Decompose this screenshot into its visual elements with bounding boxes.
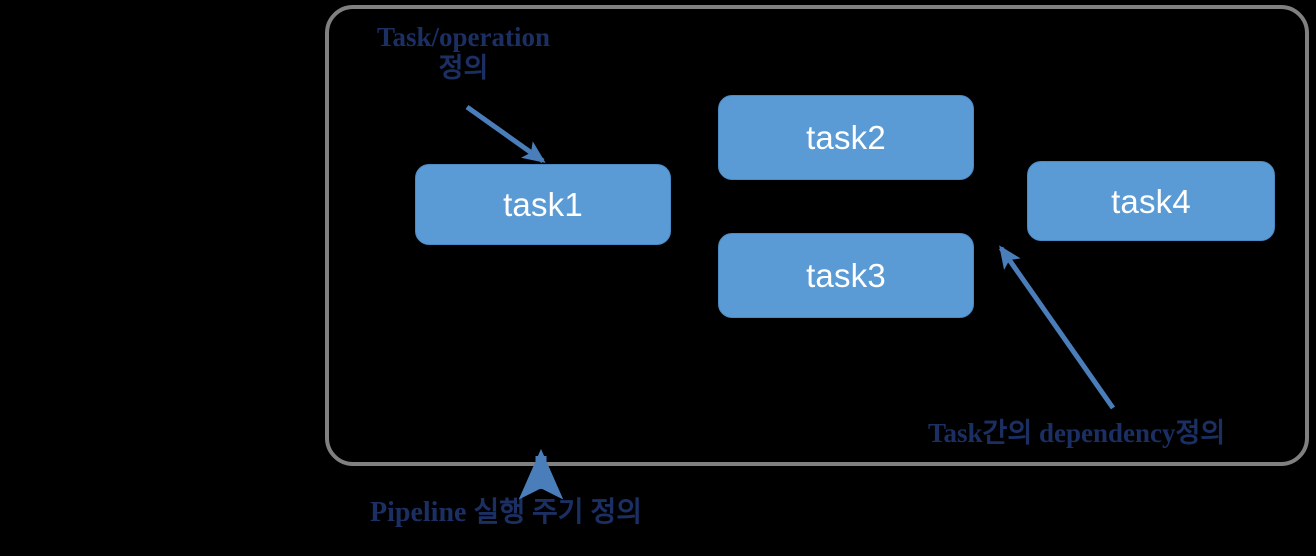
task-label-task1: task1 <box>503 186 583 223</box>
annotation-task-operation: Task/operation 정의 <box>376 22 551 84</box>
pipeline-container <box>325 5 1309 466</box>
task-box-task1[interactable]: task1 <box>415 164 671 245</box>
task-label-task2: task2 <box>806 119 886 156</box>
task-box-task2[interactable]: task2 <box>718 95 974 180</box>
task-box-task3[interactable]: task3 <box>718 233 974 318</box>
task-box-task4[interactable]: task4 <box>1027 161 1275 241</box>
task-label-task4: task4 <box>1111 182 1191 220</box>
annotation-pipeline-schedule: Pipeline 실행 주기 정의 <box>370 497 643 528</box>
task-label-task3: task3 <box>806 257 886 294</box>
annotation-dependency: Task간의 dependency정의 <box>928 418 1226 448</box>
